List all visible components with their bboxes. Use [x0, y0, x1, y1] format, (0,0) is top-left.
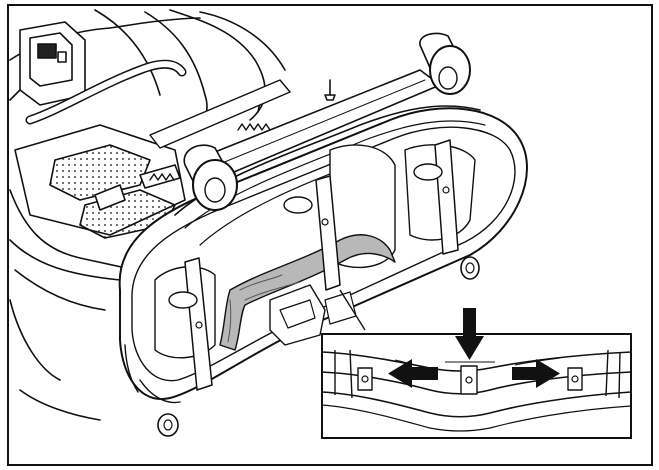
figure-frame: [7, 4, 653, 466]
callout-leader: [339, 289, 366, 331]
arrow-right: [512, 359, 560, 388]
detail-inset: [321, 308, 632, 439]
arrow-down: [455, 308, 484, 360]
arrow-left: [388, 359, 438, 388]
mower-deck: [118, 32, 528, 437]
